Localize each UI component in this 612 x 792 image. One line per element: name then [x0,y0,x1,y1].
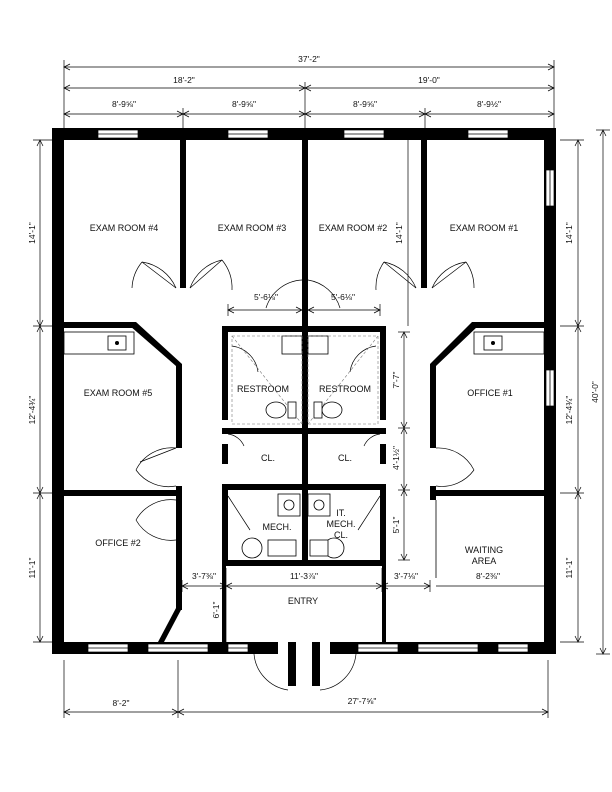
label-office-1: OFFICE #1 [467,388,513,398]
label-closet-left: CL. [261,453,275,463]
dim-bay-4: 8'-9½" [477,99,501,109]
windows [87,129,555,653]
dim-overall-height: 40'-0" [590,381,600,403]
dim-entry-right: 3'-7⅛" [394,571,418,581]
dim-left-v2: 12'-4¾" [27,396,37,425]
dim-right-v1: 14'-1" [564,222,574,244]
dim-bay-3: 8'-9⅝" [353,99,377,109]
label-closet-right: CL. [338,453,352,463]
label-exam-room-1: EXAM ROOM #1 [450,223,519,233]
fixtures [63,331,545,559]
dim-rr-width-right: 5'-6⅛" [331,292,355,302]
dim-entry-width: 11'-3⅞" [290,571,318,581]
label-entry: ENTRY [288,596,318,606]
dim-right-half: 19'-0" [418,75,440,85]
dim-rr-depth: 7'-7" [391,372,401,389]
dim-left-v1: 14'-1" [27,222,37,244]
left-dimensions: 14'-1" 12'-4¾" 11'-1" [27,139,60,643]
label-mech: MECH. [263,522,292,532]
room-labels: EXAM ROOM #4 EXAM ROOM #3 EXAM ROOM #2 E… [84,223,519,606]
label-it-mech-cl-1: IT. [336,508,346,518]
label-office-2: OFFICE #2 [95,538,141,548]
dim-overall-width: 37'-2" [298,54,320,64]
doors [131,259,475,691]
dim-waiting-width: 8'-2⅜" [476,571,500,581]
top-dimensions: 37'-2" 18'-2" 19'-0" 8'-9⅝" 8'-9⅝" 8'-9⅝… [63,54,555,130]
dim-cl-depth: 4'-1½" [391,446,401,470]
interior-dimensions: 14'-1" 5'-6⅛" 5'-6⅛" 7'-7" 4'-1½" 5'-1" [181,140,544,642]
label-exam-room-5: EXAM ROOM #5 [84,388,153,398]
label-it-mech-cl-2: MECH. [327,519,356,529]
dim-corridor-v1: 14'-1" [394,222,404,244]
label-restroom-left: RESTROOM [237,384,289,394]
dim-left-v3: 11'-1" [27,557,37,578]
label-restroom-right: RESTROOM [319,384,371,394]
label-exam-room-2: EXAM ROOM #2 [319,223,388,233]
label-exam-room-3: EXAM ROOM #3 [218,223,287,233]
right-dimensions: 14'-1" 12'-4¾" 11'-1" 40'-0" [560,129,610,655]
dim-right-v2: 12'-4¾" [564,396,574,425]
dim-bottom-right: 27'-7⅝" [348,696,377,706]
dim-right-v3: 11'-1" [564,557,574,578]
label-exam-room-4: EXAM ROOM #4 [90,223,159,233]
dim-bottom-left: 8'-2" [113,698,130,708]
label-waiting-2: AREA [472,556,497,566]
dim-bay-1: 8'-9⅝" [112,99,136,109]
dim-entry-depth: 6'-1" [211,602,221,619]
label-it-mech-cl-3: CL. [334,530,348,540]
interior-walls [64,140,544,686]
dim-left-half: 18'-2" [173,75,195,85]
dim-mech-depth: 5'-1" [391,517,401,534]
dim-rr-width-left: 5'-6⅛" [254,292,278,302]
label-waiting-1: WAITING [465,545,503,555]
dim-entry-left: 3'-7⅜" [192,571,216,581]
dim-bay-2: 8'-9⅝" [232,99,256,109]
bottom-dimensions: 8'-2" 27'-7⅝" [63,660,549,718]
